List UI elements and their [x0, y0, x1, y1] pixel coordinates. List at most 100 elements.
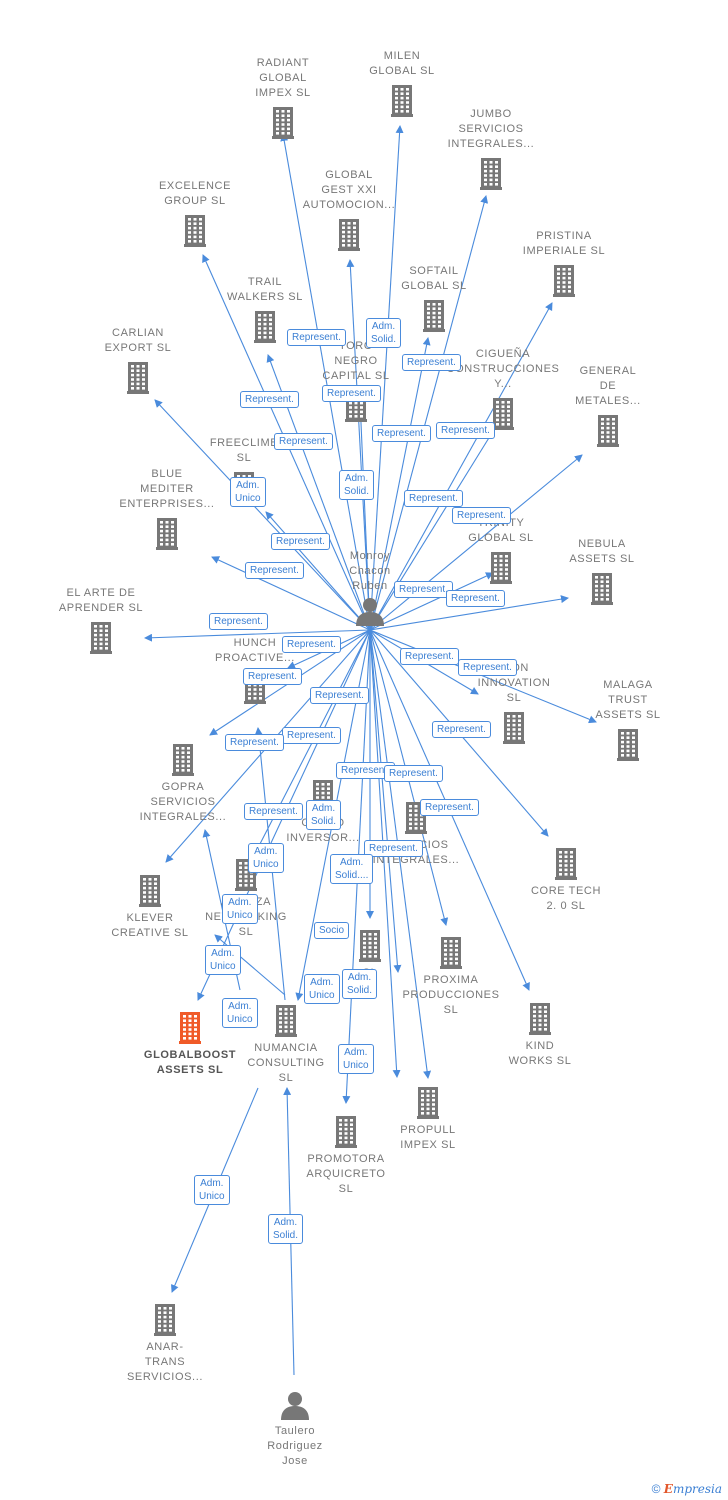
- building-icon: [431, 156, 551, 190]
- edge-relation-tag: Represent.: [322, 385, 381, 402]
- edge-relation-tag: Represent.: [364, 840, 423, 857]
- building-icon: [186, 857, 306, 891]
- building-icon: [454, 710, 574, 744]
- node-carlian[interactable]: CARLIAN EXPORT SL: [78, 326, 198, 394]
- node-label: PROMOTORA ARQUICRETO SL: [306, 1153, 386, 1195]
- node-label: KLEVER CREATIVE SL: [111, 912, 189, 939]
- node-excelence[interactable]: EXCELENCE GROUP SL: [135, 179, 255, 247]
- node-taulero[interactable]: Taulero Rodriguez Jose: [235, 1390, 355, 1469]
- edge-line: [369, 337, 431, 631]
- building-icon: [123, 742, 243, 776]
- node-label: CARLIAN EXPORT SL: [104, 327, 172, 354]
- edge-relation-tag: Represent.: [372, 425, 431, 442]
- edge-relation-tag: Adm. Unico: [222, 998, 258, 1028]
- node-jumbo[interactable]: JUMBO SERVICIOS INTEGRALES...: [431, 107, 551, 190]
- node-label: GLOBAL GEST XXI AUTOMOCION...: [302, 169, 396, 211]
- edge-line: [154, 399, 371, 631]
- edge-relation-tag: Represent.: [274, 433, 333, 450]
- building-icon: [443, 396, 563, 430]
- building-icon: [568, 727, 688, 761]
- edge-line: [243, 629, 371, 876]
- node-label: SOFTAIL GLOBAL SL: [401, 265, 467, 292]
- node-label: Monroy Chacon Ruben: [349, 550, 391, 592]
- node-ciguena[interactable]: CIGUEÑA CONSTRUCCIONES Y...: [443, 347, 563, 430]
- node-label: FREECLIMB SL: [209, 437, 279, 464]
- node-label: MALAGA TRUST ASSETS SL: [595, 679, 661, 721]
- edge-relation-tag: Represent.: [287, 329, 346, 346]
- node-globalboost[interactable]: GLOBALBOOST ASSETS SL: [130, 1010, 250, 1078]
- node-anartrans[interactable]: ANAR- TRANS SERVICIOS...: [105, 1302, 225, 1385]
- edge-line: [369, 302, 553, 631]
- edge-line: [369, 125, 404, 631]
- edge-relation-tag: Adm. Solid.: [306, 800, 342, 830]
- edge-line: [369, 629, 402, 973]
- edge-line: [369, 595, 569, 631]
- node-label: PROXIMA PRODUCCIONES SL: [402, 974, 500, 1016]
- node-proxima[interactable]: PROXIMA PRODUCCIONES SL: [391, 935, 511, 1018]
- node-pristina[interactable]: PRISTINA IMPERIALE SL: [504, 229, 624, 297]
- node-trail[interactable]: TRAIL WALKERS SL: [205, 275, 325, 343]
- edge-relation-tag: Represent.: [402, 354, 461, 371]
- node-blue[interactable]: BLUE MEDITER ENTERPRISES...: [107, 467, 227, 550]
- node-milen[interactable]: MILEN GLOBAL SL: [342, 49, 462, 117]
- node-numancia[interactable]: NUMANCIA CONSULTING SL: [226, 1003, 346, 1086]
- node-kind[interactable]: KIND WORKS SL: [480, 1001, 600, 1069]
- edge-relation-tag: Represent.: [384, 765, 443, 782]
- building-icon: [504, 263, 624, 297]
- edge-relation-tag: Adm. Unico: [304, 974, 340, 1004]
- building-icon: [480, 1001, 600, 1035]
- node-globalgest[interactable]: GLOBAL GEST XXI AUTOMOCION...: [289, 168, 409, 251]
- building-icon: [391, 935, 511, 969]
- edge-relation-tag: Represent.: [446, 590, 505, 607]
- building-icon: [441, 550, 561, 584]
- edge-relation-tag: Represent.: [436, 422, 495, 439]
- node-nebula[interactable]: NEBULA ASSETS SL: [542, 537, 662, 605]
- node-promotora[interactable]: PROMOTORA ARQUICRETO SL: [286, 1114, 406, 1197]
- person-icon: [235, 1390, 355, 1420]
- edge-relation-tag: Represent.: [282, 727, 341, 744]
- edge-line: [144, 629, 371, 642]
- node-label: PRISTINA IMPERIALE SL: [522, 230, 606, 257]
- node-gopra[interactable]: GOPRA SERVICIOS INTEGRALES...: [123, 742, 243, 825]
- brand-logo: Empresia: [663, 1482, 722, 1496]
- node-label: NUMANCIA CONSULTING SL: [247, 1042, 325, 1084]
- edge-relation-tag: Represent.: [209, 613, 268, 630]
- node-general[interactable]: GENERAL DE METALES...: [548, 364, 668, 447]
- edge-relation-tag: Adm. Solid....: [330, 854, 374, 884]
- building-icon: [90, 873, 210, 907]
- node-monroy[interactable]: Monroy Chacon Ruben: [310, 549, 430, 626]
- node-coretech[interactable]: CORE TECH 2. 0 SL: [506, 846, 626, 914]
- person-icon: [310, 596, 430, 626]
- node-negro[interactable]: TORO NEGRO CAPITAL SL: [296, 339, 416, 422]
- node-softail[interactable]: SOFTAIL GLOBAL SL: [374, 264, 494, 332]
- node-label: TORO NEGRO CAPITAL SL: [322, 340, 390, 382]
- building-icon: [135, 213, 255, 247]
- building-icon: [107, 516, 227, 550]
- node-label: EXCELENCE GROUP SL: [158, 180, 232, 207]
- edge-relation-tag: Represent.: [458, 659, 517, 676]
- edge-line: [369, 195, 489, 631]
- edge-relation-tag: Represent.: [432, 721, 491, 738]
- edge-relation-tag: Represent.: [240, 391, 299, 408]
- node-klever[interactable]: KLEVER CREATIVE SL: [90, 873, 210, 941]
- edge-relation-tag: Socio: [314, 922, 350, 939]
- node-label: NEBULA ASSETS SL: [569, 538, 635, 565]
- node-malaga[interactable]: MALAGA TRUST ASSETS SL: [568, 678, 688, 761]
- edge-relation-tag: Adm. Solid.: [268, 1214, 304, 1244]
- edge-relation-tag: Represent.: [271, 533, 330, 550]
- edge-line: [265, 511, 371, 631]
- edge-relation-tag: Represent.: [244, 803, 303, 820]
- node-label: CIGUEÑA CONSTRUCCIONES Y...: [446, 348, 560, 390]
- edge-relation-tag: Represent.: [400, 648, 459, 665]
- node-arte[interactable]: EL ARTE DE APRENDER SL: [41, 586, 161, 654]
- node-label: GENERAL DE METALES...: [575, 365, 641, 407]
- building-icon: [542, 571, 662, 605]
- node-radiant[interactable]: RADIANT GLOBAL IMPEX SL: [223, 56, 343, 139]
- building-icon: [41, 620, 161, 654]
- node-label: HUNCH PROACTIVE...: [215, 637, 295, 664]
- edge-line: [369, 629, 597, 724]
- node-propull[interactable]: PROPULL IMPEX SL: [368, 1085, 488, 1153]
- building-icon: [506, 846, 626, 880]
- building-icon: [289, 217, 409, 251]
